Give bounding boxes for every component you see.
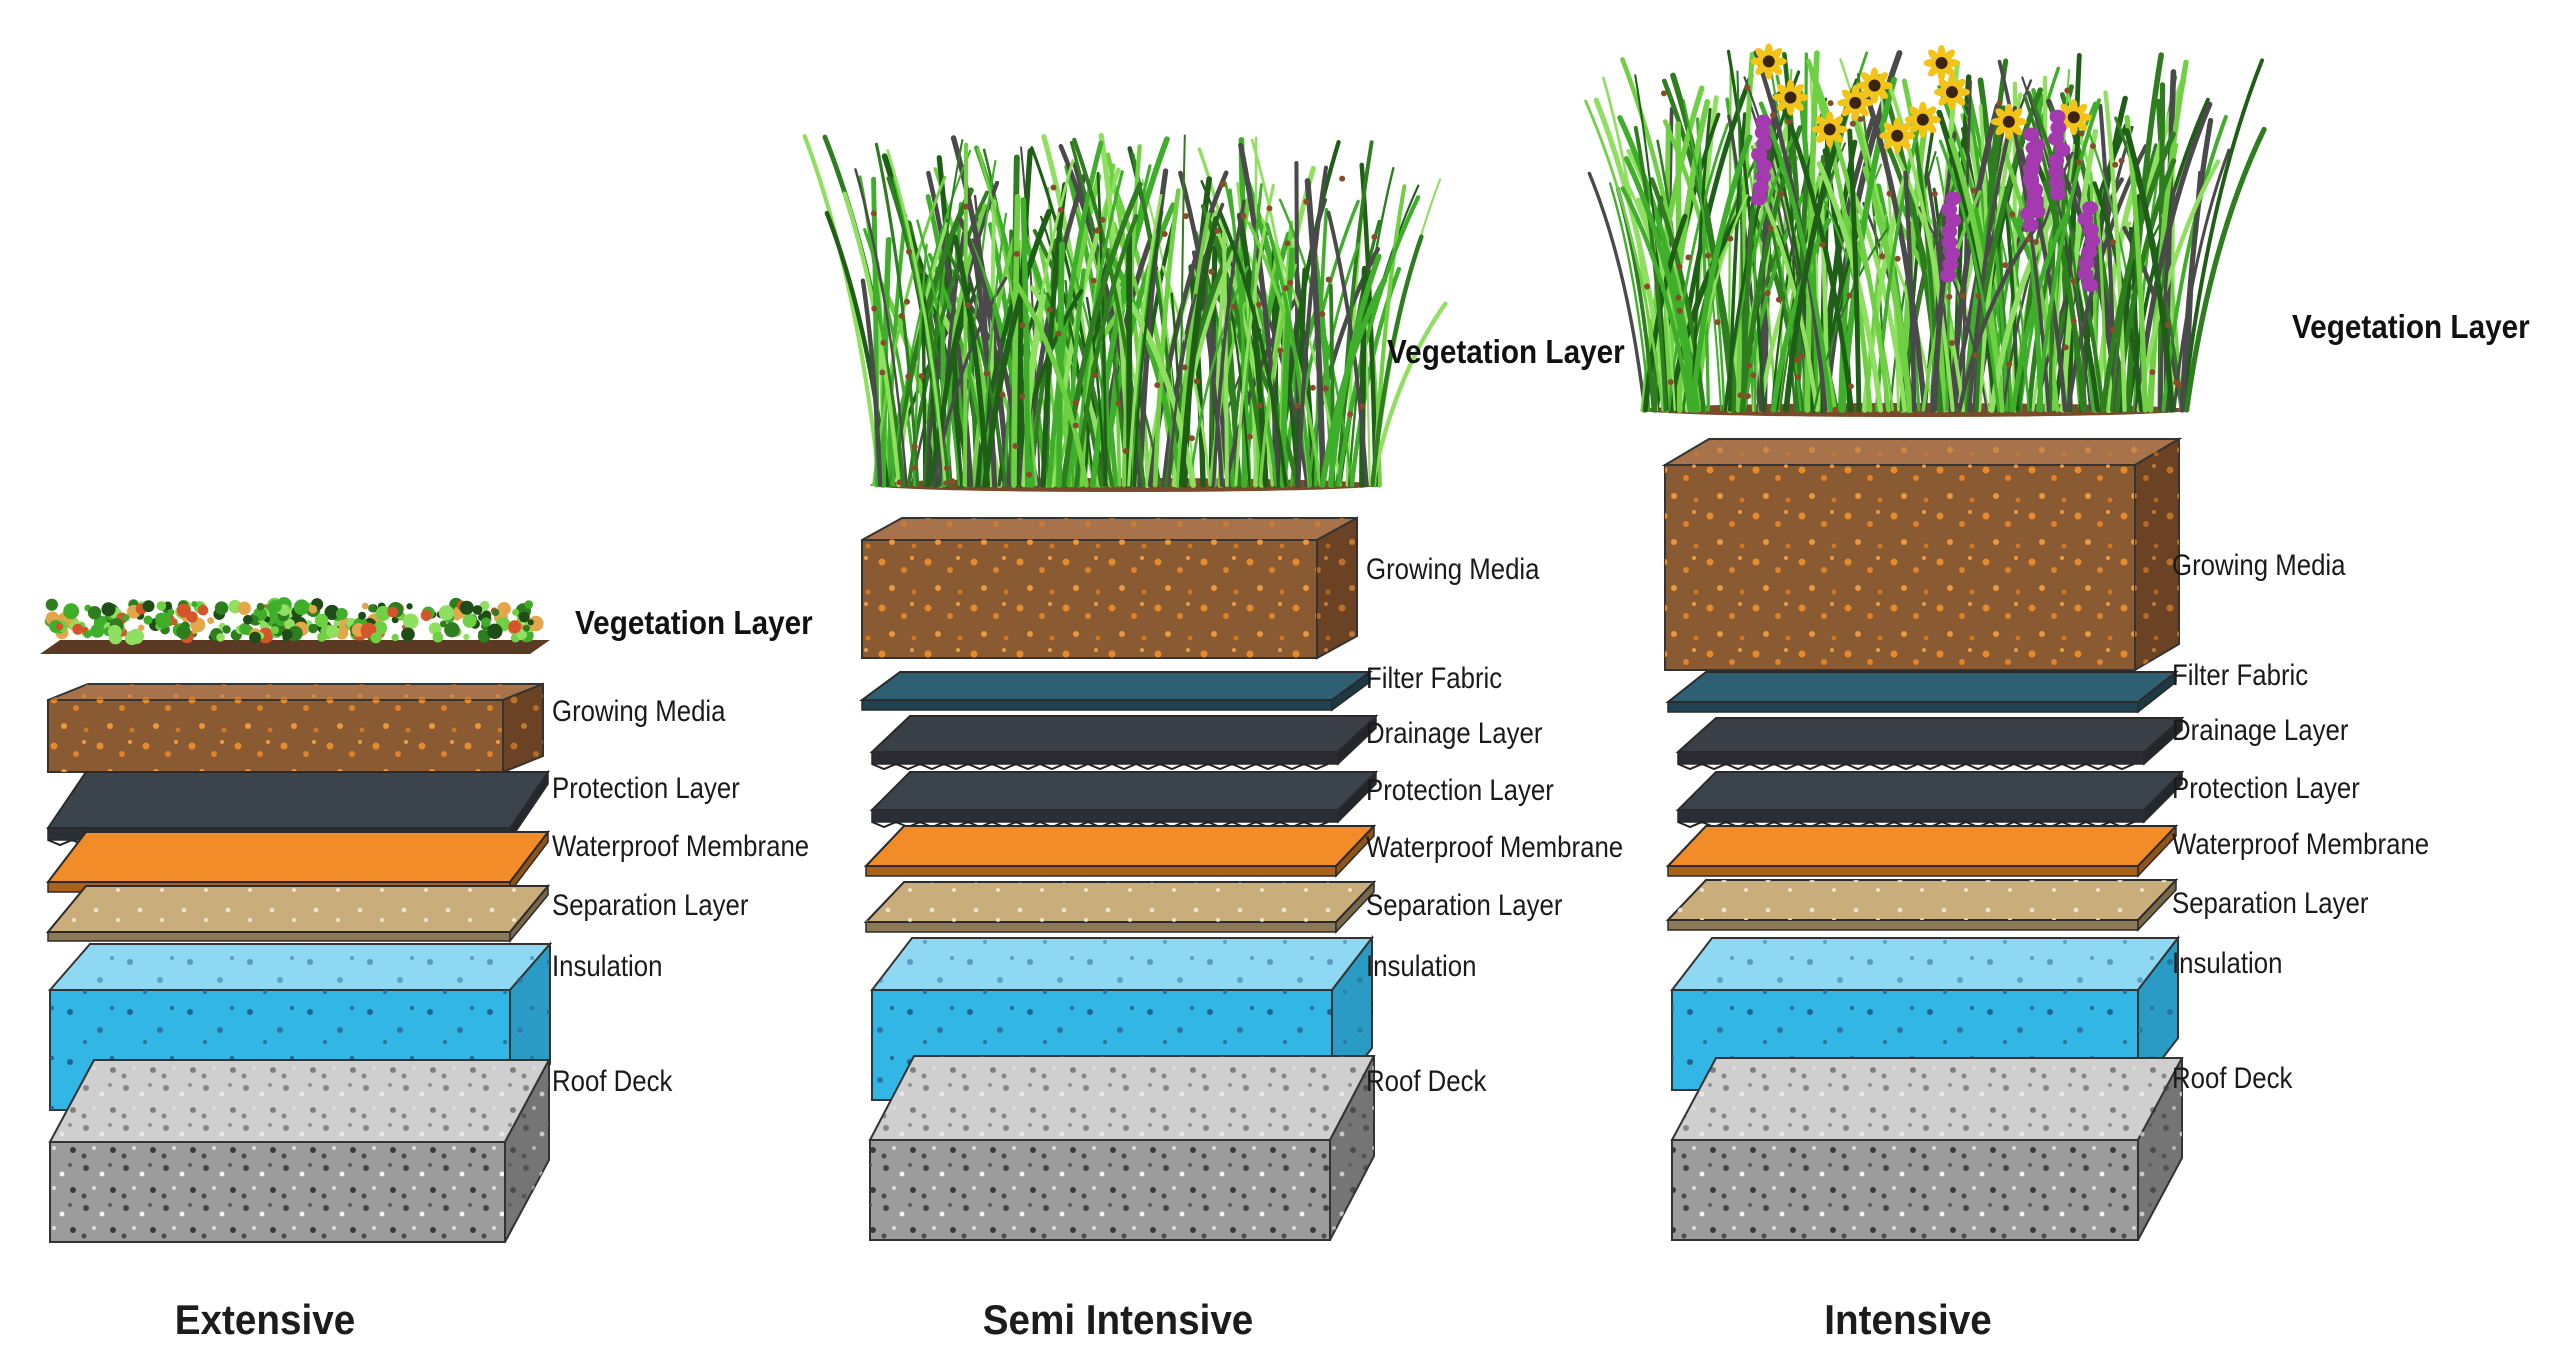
extensive-separation xyxy=(45,883,551,944)
flower-purple xyxy=(2047,109,2071,201)
intensive-waterproof-label: Waterproof Membrane xyxy=(2172,828,2430,861)
extensive-separation-label: Separation Layer xyxy=(552,889,749,922)
extensive-vegetation xyxy=(40,597,550,654)
semi-separation-label: Separation Layer xyxy=(1366,889,1563,922)
semi-insulation-label: Insulation xyxy=(1366,950,1477,983)
flower-yellow xyxy=(1923,45,1960,82)
intensive-growing-media-label: Growing Media xyxy=(2172,549,2346,582)
flower-yellow xyxy=(1772,79,1809,116)
extensive-protection-label: Protection Layer xyxy=(552,772,740,805)
intensive-insulation-label: Insulation xyxy=(2172,947,2283,980)
intensive-drainage xyxy=(1675,716,2185,771)
flower-yellow xyxy=(1837,84,1874,121)
semi-protection xyxy=(869,770,1379,829)
semi-drainage-label: Drainage Layer xyxy=(1366,717,1543,750)
semi-vegetation-label: Vegetation Layer xyxy=(1387,333,1625,370)
column-title-intensive: Intensive xyxy=(1824,1296,1992,1343)
intensive-vegetation xyxy=(1584,43,2267,417)
semi-growing-media-label: Growing Media xyxy=(1366,553,1540,586)
intensive-vegetation-label: Vegetation Layer xyxy=(2292,308,2530,345)
intensive-roof-deck-label: Roof Deck xyxy=(2172,1062,2293,1095)
intensive-waterproof xyxy=(1665,824,2179,878)
semi-filter-fabric xyxy=(858,670,1374,712)
flower-yellow xyxy=(1856,67,1893,104)
extensive-roof-deck xyxy=(48,1059,551,1243)
semi-insulation xyxy=(869,935,1375,1103)
semi-growing-media xyxy=(861,516,1358,660)
intensive-separation xyxy=(1665,878,2179,932)
semi-separation xyxy=(863,880,1377,934)
flower-yellow xyxy=(1879,117,1916,154)
flower-purple xyxy=(1750,114,1773,206)
extensive-waterproof-label: Waterproof Membrane xyxy=(552,830,810,863)
flower-yellow xyxy=(1904,101,1941,138)
column-title-semi-intensive: Semi Intensive xyxy=(982,1296,1254,1343)
semi-filter-fabric-label: Filter Fabric xyxy=(1366,662,1503,695)
semi-roof-deck-label: Roof Deck xyxy=(1366,1065,1487,1098)
flower-yellow xyxy=(1750,43,1787,80)
flower-purple xyxy=(1940,191,1962,283)
semi-protection-label: Protection Layer xyxy=(1366,774,1554,807)
extensive-vegetation-label: Vegetation Layer xyxy=(575,604,813,641)
semi-vegetation xyxy=(802,132,1448,492)
intensive-protection xyxy=(1675,770,2185,829)
flower-purple xyxy=(2077,201,2101,293)
semi-waterproof-label: Waterproof Membrane xyxy=(1366,831,1624,864)
intensive-roof-deck xyxy=(1670,1057,2184,1241)
intensive-growing-media xyxy=(1661,437,2183,672)
flower-yellow xyxy=(1933,74,1970,111)
intensive-filter-fabric xyxy=(1665,670,2179,714)
extensive-insulation-label: Insulation xyxy=(552,950,663,983)
extensive-growing-media xyxy=(47,682,544,774)
intensive-filter-fabric-label: Filter Fabric xyxy=(2172,659,2309,692)
flower-purple xyxy=(2020,140,2043,232)
extensive-roof-deck-label: Roof Deck xyxy=(552,1065,673,1098)
flower-yellow xyxy=(1990,103,2027,140)
intensive-drainage-label: Drainage Layer xyxy=(2172,714,2349,747)
flower-yellow xyxy=(1811,111,1848,148)
column-title-extensive: Extensive xyxy=(174,1296,356,1343)
intensive-protection-label: Protection Layer xyxy=(2172,772,2360,805)
semi-roof-deck xyxy=(868,1055,1376,1241)
extensive-growing-media-label: Growing Media xyxy=(552,695,726,728)
extensive-waterproof xyxy=(45,829,551,895)
semi-waterproof xyxy=(863,824,1377,878)
semi-drainage xyxy=(869,714,1379,771)
intensive-separation-label: Separation Layer xyxy=(2172,887,2369,920)
